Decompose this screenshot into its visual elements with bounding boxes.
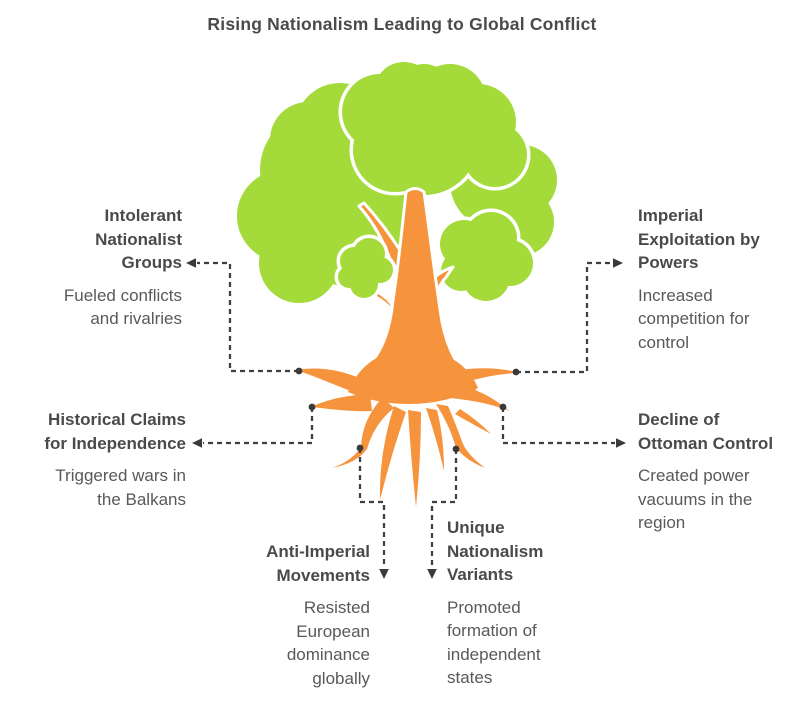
- node-imperial-exploitation-powers: Imperial Exploitation by Powers Increase…: [638, 204, 798, 354]
- arrowhead-right-icon: [613, 258, 623, 268]
- node-description: Promoted formation of independent states: [447, 597, 541, 688]
- node-heading: Historical Claims for Independence: [44, 410, 186, 453]
- node-heading: Decline of Ottoman Control: [638, 410, 774, 453]
- connector-line-anti-imperial: [358, 448, 386, 568]
- node-description: Triggered wars in the Balkans: [55, 466, 186, 509]
- root-anchor-dot: [308, 403, 316, 411]
- connector-line-decline: [501, 407, 615, 445]
- node-historical-claims-independence: Historical Claims for Independence Trigg…: [18, 408, 186, 511]
- node-unique-nationalism-variants: Unique Nationalism Variants Promoted for…: [447, 516, 579, 690]
- arrowhead-down-icon: [379, 569, 389, 579]
- connector-line-imperial: [516, 261, 612, 374]
- tree-canopy-small-left-blob: [334, 234, 397, 302]
- root-anchor-dot: [295, 367, 303, 375]
- node-intolerant-nationalist-groups: Intolerant Nationalist Groups Fueled con…: [20, 204, 182, 331]
- node-heading: Intolerant Nationalist Groups: [95, 206, 182, 272]
- page-title: Rising Nationalism Leading to Global Con…: [207, 14, 597, 34]
- node-description: Resisted European dominance globally: [286, 598, 370, 688]
- root-anchor-dot: [452, 445, 460, 453]
- root-anchor-dot: [499, 403, 507, 411]
- connector-line-intolerant: [197, 261, 299, 373]
- node-description: Increased competition for control: [638, 285, 750, 352]
- node-heading: Unique Nationalism Variants: [447, 518, 544, 584]
- node-heading: Anti-Imperial Movements: [266, 542, 370, 585]
- node-heading: Imperial Exploitation by Powers: [638, 206, 760, 272]
- node-anti-imperial-movements: Anti-Imperial Movements Resisted Europea…: [230, 540, 370, 690]
- connectors: [186, 258, 626, 579]
- node-description: Created power vacuums in the region: [638, 466, 753, 532]
- arrowhead-left-icon: [192, 438, 202, 448]
- connector-line-historical: [203, 407, 314, 445]
- arrowhead-down-icon: [427, 569, 437, 579]
- root-anchor-dot: [356, 444, 364, 452]
- tree-canopy-top-cloud: [338, 58, 531, 199]
- connector-line-unique: [430, 449, 458, 568]
- root-anchor-dot: [512, 368, 520, 376]
- arrowhead-right-icon: [616, 438, 626, 448]
- node-description: Fueled conflicts and rivalries: [63, 285, 182, 329]
- tree-roots: [296, 349, 522, 507]
- tree-canopy-right-blob: [436, 208, 537, 305]
- node-decline-ottoman-control: Decline of Ottoman Control Created power…: [638, 408, 798, 535]
- arrowhead-left-icon: [186, 258, 196, 268]
